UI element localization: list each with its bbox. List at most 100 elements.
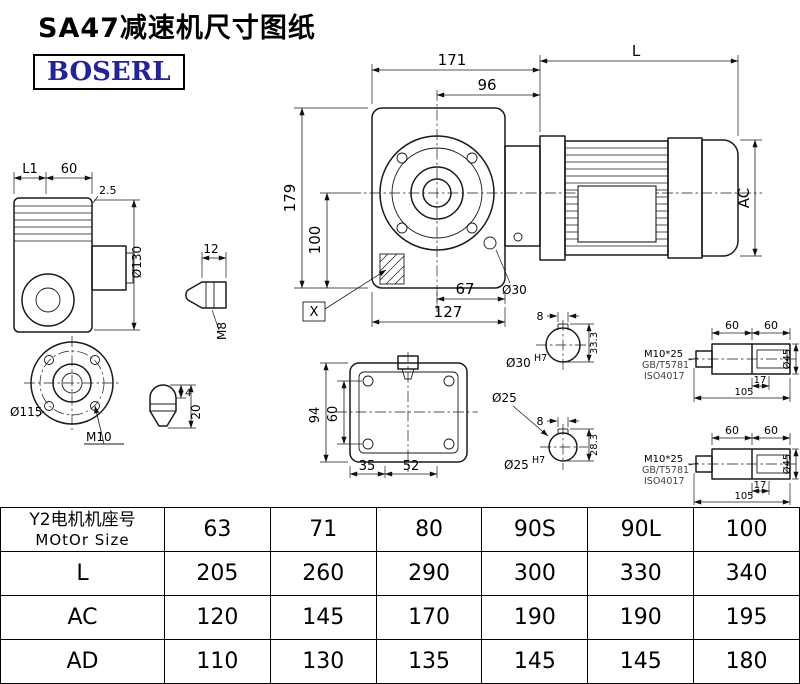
- dim-4: 4: [185, 388, 191, 399]
- label-gb-top: GB/T5781: [642, 360, 689, 371]
- size-col-0: 63: [164, 507, 271, 552]
- row-label: AD: [0, 639, 165, 684]
- grease-fitting-side: 12 M8: [185, 242, 229, 340]
- dim-motor-length: L: [632, 42, 641, 60]
- table-cell: 145: [481, 639, 589, 684]
- bottom-view-dims: 94 60 35 52: [308, 362, 438, 478]
- dim-flange-offset: 96: [477, 76, 496, 94]
- table-cell: 180: [693, 639, 800, 684]
- table-cell: 145: [587, 639, 695, 684]
- size-col-1: 71: [269, 507, 377, 552]
- table-cell: 130: [269, 639, 377, 684]
- dim-60-bottom: 60: [326, 406, 341, 423]
- label-shaft-dia-30: Ø30: [502, 283, 527, 297]
- dim-17-top: 17: [754, 375, 767, 386]
- dim-60-side: 60: [61, 162, 78, 177]
- label-iso-bot: ISO4017: [644, 476, 685, 487]
- table-cell: 260: [269, 551, 377, 596]
- dim-105-bot: 105: [734, 491, 753, 502]
- table-cell: 135: [375, 639, 483, 684]
- shaft-end-top: 60 60 17 105 Ø45 M10*25 GB/T5781 ISO4017: [642, 319, 799, 402]
- header-motor-size-cell: Y2电机机座号 MOtOr Size: [0, 507, 165, 552]
- dim-105-top: 105: [734, 387, 753, 398]
- dim-shaft-offset: 67: [455, 280, 474, 298]
- label-tol-h7-a: H7: [534, 353, 547, 364]
- dim-60-top-a: 60: [725, 319, 739, 332]
- dim-35: 35: [359, 459, 376, 474]
- bottom-view: [336, 352, 478, 472]
- side-view-dims: L1 60 2.5 Ø130: [13, 162, 144, 331]
- dim-l1: L1: [22, 162, 38, 177]
- page-title: SA47减速机尺寸图纸: [38, 13, 316, 44]
- dim-60-bot-a: 60: [725, 424, 739, 437]
- label-dia-45-bot: Ø45: [781, 454, 793, 475]
- shaft-section-30: 8 33.3 Ø30 H7: [506, 310, 600, 372]
- flange-view: Ø115 M10: [10, 336, 124, 445]
- shaft-end-bottom: 60 60 17 105 Ø45 M10*25 GB/T5781 ISO4017: [642, 424, 799, 505]
- label-bolt-top: M10*25: [644, 349, 683, 360]
- size-col-2: 80: [375, 507, 483, 552]
- header-cn: Y2电机机座号: [29, 510, 136, 531]
- row-label: AC: [0, 595, 165, 640]
- table-row-AD: AD 110 130 135 145 145 180: [0, 639, 800, 684]
- label-dia-25h7: Ø25: [504, 458, 529, 472]
- dim-12: 12: [203, 242, 218, 256]
- dim-60-top-b: 60: [764, 319, 778, 332]
- label-plug-x: X: [310, 305, 319, 320]
- table-cell: 170: [375, 595, 483, 640]
- header-en: MOtOr Size: [35, 530, 130, 549]
- row-label: L: [0, 551, 165, 596]
- label-dia-45-top: Ø45: [781, 349, 793, 370]
- motor-drawing: [504, 135, 739, 261]
- table-header-row: Y2电机机座号 MOtOr Size 63 71 80 90S 90L 100: [0, 507, 800, 552]
- dim-gearbox-width: 171: [438, 51, 467, 69]
- size-col-5: 100: [693, 507, 800, 552]
- label-dia-30h7: Ø30: [506, 356, 531, 370]
- dim-step-2-5: 2.5: [99, 184, 117, 197]
- dim-base-width: 127: [434, 303, 463, 321]
- table-cell: 120: [164, 595, 271, 640]
- table-cell: 290: [375, 551, 483, 596]
- table-row-L: L 205 260 290 300 330 340: [0, 551, 800, 596]
- grease-fitting-bottom: 4 20: [149, 384, 203, 429]
- dim-total-height: 179: [281, 184, 299, 213]
- label-tol-h7-b: H7: [532, 455, 545, 466]
- table-cell: 190: [481, 595, 589, 640]
- dim-94: 94: [308, 407, 323, 424]
- label-bolt-bot: M10*25: [644, 454, 683, 465]
- dim-motor-dia: AC: [735, 188, 753, 208]
- label-dia-25-callout: Ø25: [492, 391, 517, 405]
- label-flange-dia-130: Ø130: [130, 246, 144, 278]
- dim-52: 52: [403, 459, 420, 474]
- label-dia-115: Ø115: [10, 405, 42, 419]
- table-row-AC: AC 120 145 170 190 190 195: [0, 595, 800, 640]
- table-cell: 190: [587, 595, 695, 640]
- brand-logo: BOSERL: [33, 54, 185, 90]
- dim-28-3: 28.3: [589, 434, 600, 456]
- dim-17-bot: 17: [754, 480, 767, 491]
- front-view-dims: 171 L 96 179 100 AC 67 127 Ø30 X: [281, 42, 762, 327]
- front-view: [350, 90, 762, 312]
- dim-33-3: 33.3: [589, 332, 600, 354]
- label-iso-top: ISO4017: [644, 371, 685, 382]
- technical-drawing: 171 L 96 179 100 AC 67 127 Ø30 X: [10, 42, 799, 505]
- dim-20: 20: [189, 404, 203, 419]
- table-cell: 340: [693, 551, 800, 596]
- size-col-4: 90L: [587, 507, 695, 552]
- motor-size-table: Y2电机机座号 MOtOr Size 63 71 80 90S 90L 100 …: [0, 507, 800, 684]
- dim-60-bot-b: 60: [764, 424, 778, 437]
- dim-center-height: 100: [306, 226, 324, 255]
- size-col-3: 90S: [481, 507, 589, 552]
- table-cell: 145: [269, 595, 377, 640]
- side-view: [13, 197, 134, 333]
- label-m8: M8: [215, 322, 229, 340]
- table-cell: 330: [587, 551, 695, 596]
- dim-key-width-8a: 8: [537, 310, 544, 323]
- table-cell: 205: [164, 551, 271, 596]
- label-m10: M10: [86, 430, 112, 444]
- table-cell: 110: [164, 639, 271, 684]
- table-cell: 195: [693, 595, 800, 640]
- dim-key-width-8b: 8: [537, 415, 544, 428]
- label-gb-bot: GB/T5781: [642, 465, 689, 476]
- table-cell: 300: [481, 551, 589, 596]
